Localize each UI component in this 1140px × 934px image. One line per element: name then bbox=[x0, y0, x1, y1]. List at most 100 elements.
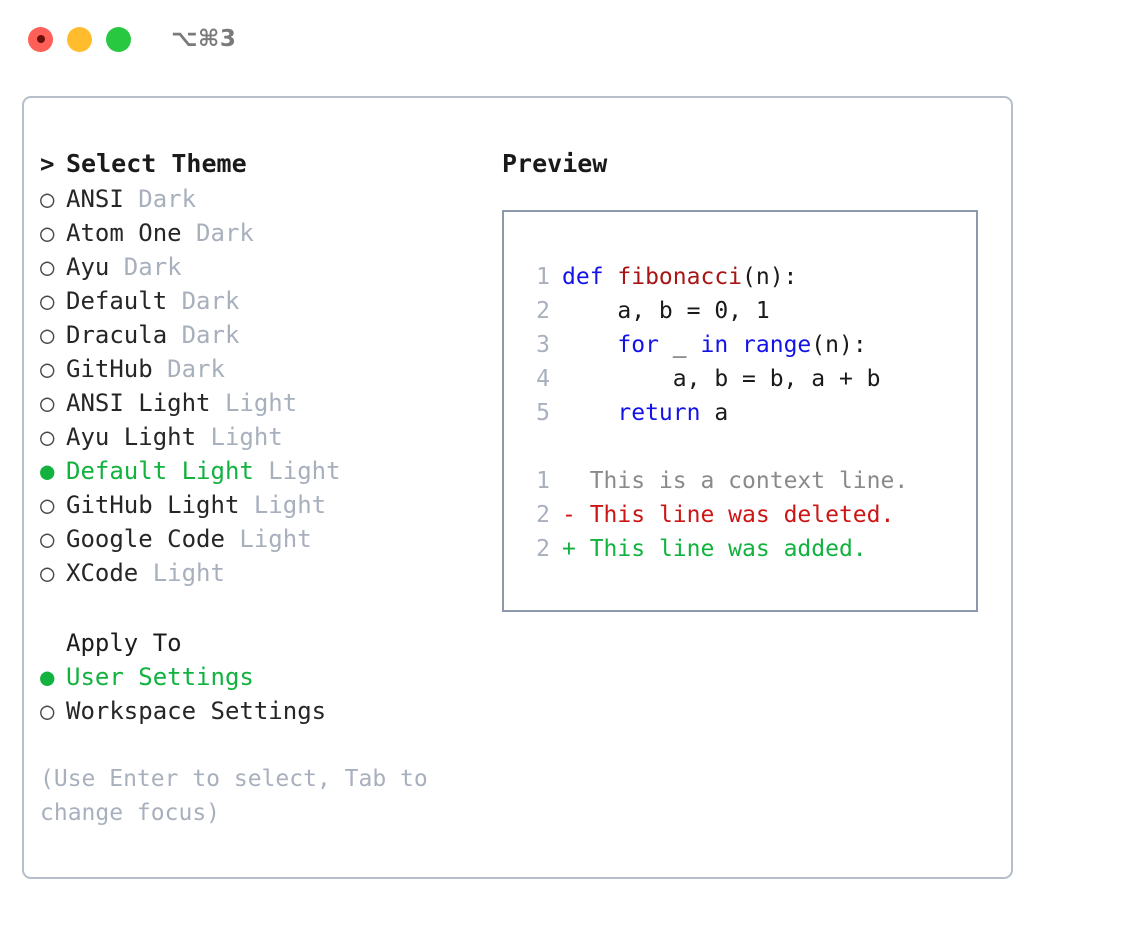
code-line-number: 4 bbox=[536, 366, 550, 392]
diff-line-number: 1 bbox=[536, 468, 550, 494]
diff-line-text: This line was deleted. bbox=[575, 502, 895, 528]
main-panel: > Select Theme ○ANSI Dark○Atom One Dark○… bbox=[22, 96, 1013, 879]
radio-unselected-icon: ○ bbox=[40, 423, 55, 451]
code-token-plain: a, b = b, a + b bbox=[562, 366, 881, 392]
theme-list: ○ANSI Dark○Atom One Dark○Ayu Dark○Defaul… bbox=[40, 182, 500, 590]
code-line-text: def fibonacci(n): bbox=[562, 260, 797, 294]
radio-unselected-icon: ○ bbox=[40, 389, 55, 417]
code-token-kw: def bbox=[562, 264, 618, 290]
theme-name: ANSI Light bbox=[66, 389, 211, 417]
keyboard-shortcut-label: ⌥⌘3 bbox=[171, 26, 237, 52]
code-line: 3 for _ in range(n): bbox=[520, 328, 976, 362]
apply-to-option-label: User Settings bbox=[66, 663, 254, 691]
code-token-kw: return bbox=[617, 400, 701, 426]
theme-kind-badge: Light bbox=[253, 457, 341, 485]
code-line: 5 return a bbox=[520, 396, 976, 430]
radio-unselected-icon: ○ bbox=[40, 491, 55, 519]
diff-line: 2- This line was deleted. bbox=[520, 498, 976, 532]
theme-name: ANSI bbox=[66, 185, 124, 213]
theme-kind-badge: Light bbox=[210, 389, 298, 417]
theme-list-item[interactable]: ○Atom One Dark bbox=[40, 216, 500, 250]
theme-list-item[interactable]: ○ ANSI Light Light bbox=[40, 386, 500, 420]
code-line: 4 a, b = b, a + b bbox=[520, 362, 976, 396]
close-window-button[interactable] bbox=[28, 26, 53, 52]
theme-kind-badge: Light bbox=[239, 491, 327, 519]
diff-line-number: 2 bbox=[536, 502, 550, 528]
theme-list-item[interactable]: ○ Ayu Dark bbox=[40, 250, 500, 284]
theme-kind-badge: Dark bbox=[167, 321, 240, 349]
diff-line-text: This line was added. bbox=[575, 536, 867, 562]
theme-name: Ayu Light bbox=[66, 423, 197, 451]
code-token-kw: range bbox=[742, 332, 812, 358]
theme-kind-badge: Dark bbox=[109, 253, 182, 281]
theme-list-item[interactable]: ○Google Code Light bbox=[40, 522, 500, 556]
theme-list-item[interactable]: ●Default Light Light bbox=[40, 454, 500, 488]
select-theme-header: > Select Theme bbox=[40, 146, 500, 182]
apply-to-option-label: Workspace Settings bbox=[66, 697, 327, 725]
code-line-text: return a bbox=[562, 396, 728, 430]
diff-line-number: 2 bbox=[536, 536, 550, 562]
radio-unselected-icon: ○ bbox=[40, 525, 55, 553]
theme-name: GitHub bbox=[66, 355, 153, 383]
theme-kind-badge: Dark bbox=[152, 355, 225, 383]
maximize-window-button[interactable] bbox=[106, 26, 131, 52]
code-line: 1 def fibonacci(n): bbox=[520, 260, 976, 294]
theme-kind-badge: Dark bbox=[167, 287, 240, 315]
code-line: 2 a, b = 0, 1 bbox=[520, 294, 976, 328]
apply-to-section: ○ Apply To ●User Settings○Workspace Sett… bbox=[40, 626, 500, 728]
diff-line: 1 This is a context line. bbox=[520, 464, 976, 498]
theme-picker-column: > Select Theme ○ANSI Dark○Atom One Dark○… bbox=[40, 146, 500, 830]
code-token-kw: in bbox=[700, 332, 729, 358]
theme-list-item[interactable]: ○XCode Light bbox=[40, 556, 500, 590]
theme-kind-badge: Light bbox=[196, 423, 283, 451]
theme-name: XCode bbox=[66, 559, 139, 587]
radio-unselected-icon: ○ bbox=[40, 559, 55, 587]
apply-to-option[interactable]: ● User Settings bbox=[40, 660, 500, 694]
prompt-caret-icon: > bbox=[40, 150, 55, 178]
theme-name: Google Code bbox=[66, 525, 225, 553]
close-icon bbox=[36, 35, 45, 43]
theme-list-item[interactable]: ○ GitHub Dark bbox=[40, 352, 500, 386]
code-line-number: 1 bbox=[536, 264, 550, 290]
radio-selected-icon: ● bbox=[40, 457, 55, 485]
theme-list-item[interactable]: ○Dracula Dark bbox=[40, 318, 500, 352]
code-token-plain bbox=[562, 400, 617, 426]
radio-unselected-icon: ○ bbox=[40, 355, 55, 383]
traffic-light-group bbox=[28, 26, 131, 52]
apply-to-bullet-spacer: ○ bbox=[40, 626, 66, 660]
code-line-text: for _ in range(n): bbox=[562, 328, 866, 362]
diff-marker: + bbox=[562, 536, 576, 562]
theme-name: Dracula bbox=[66, 321, 168, 349]
apply-to-header: ○ Apply To bbox=[40, 626, 500, 660]
theme-name: GitHub Light bbox=[66, 491, 240, 519]
apply-to-option[interactable]: ○ Workspace Settings bbox=[40, 694, 500, 728]
theme-list-item[interactable]: ○ Ayu Light Light bbox=[40, 420, 500, 454]
apply-to-label: Apply To bbox=[66, 629, 182, 657]
theme-list-item[interactable]: ○ Default Dark bbox=[40, 284, 500, 318]
radio-unselected-icon: ○ bbox=[40, 697, 55, 725]
theme-name: Default bbox=[66, 287, 168, 315]
radio-unselected-icon: ○ bbox=[40, 185, 55, 213]
radio-unselected-icon: ○ bbox=[40, 253, 55, 281]
radio-unselected-icon: ○ bbox=[40, 287, 55, 315]
code-token-plain bbox=[728, 332, 742, 358]
minimize-window-button[interactable] bbox=[67, 26, 92, 52]
theme-list-item[interactable]: ○ GitHub Light Light bbox=[40, 488, 500, 522]
theme-kind-badge: Dark bbox=[181, 219, 254, 247]
code-token-fn: fibonacci bbox=[617, 264, 743, 290]
radio-selected-icon: ● bbox=[40, 663, 55, 691]
keyboard-hint-line-1: (Use Enter to select, Tab to bbox=[40, 766, 428, 792]
diff-marker: - bbox=[562, 502, 576, 528]
code-line-number: 2 bbox=[536, 298, 550, 324]
theme-list-item[interactable]: ○ANSI Dark bbox=[40, 182, 500, 216]
theme-name: Atom One bbox=[66, 219, 182, 247]
code-diff-separator bbox=[520, 430, 976, 464]
code-token-plain bbox=[562, 332, 617, 358]
theme-name: Ayu bbox=[66, 253, 110, 281]
keyboard-hint: (Use Enter to select, Tab to change focu… bbox=[40, 762, 440, 830]
diff-line-text: This is a context line. bbox=[575, 468, 909, 494]
code-token-plain: _ bbox=[658, 332, 701, 358]
